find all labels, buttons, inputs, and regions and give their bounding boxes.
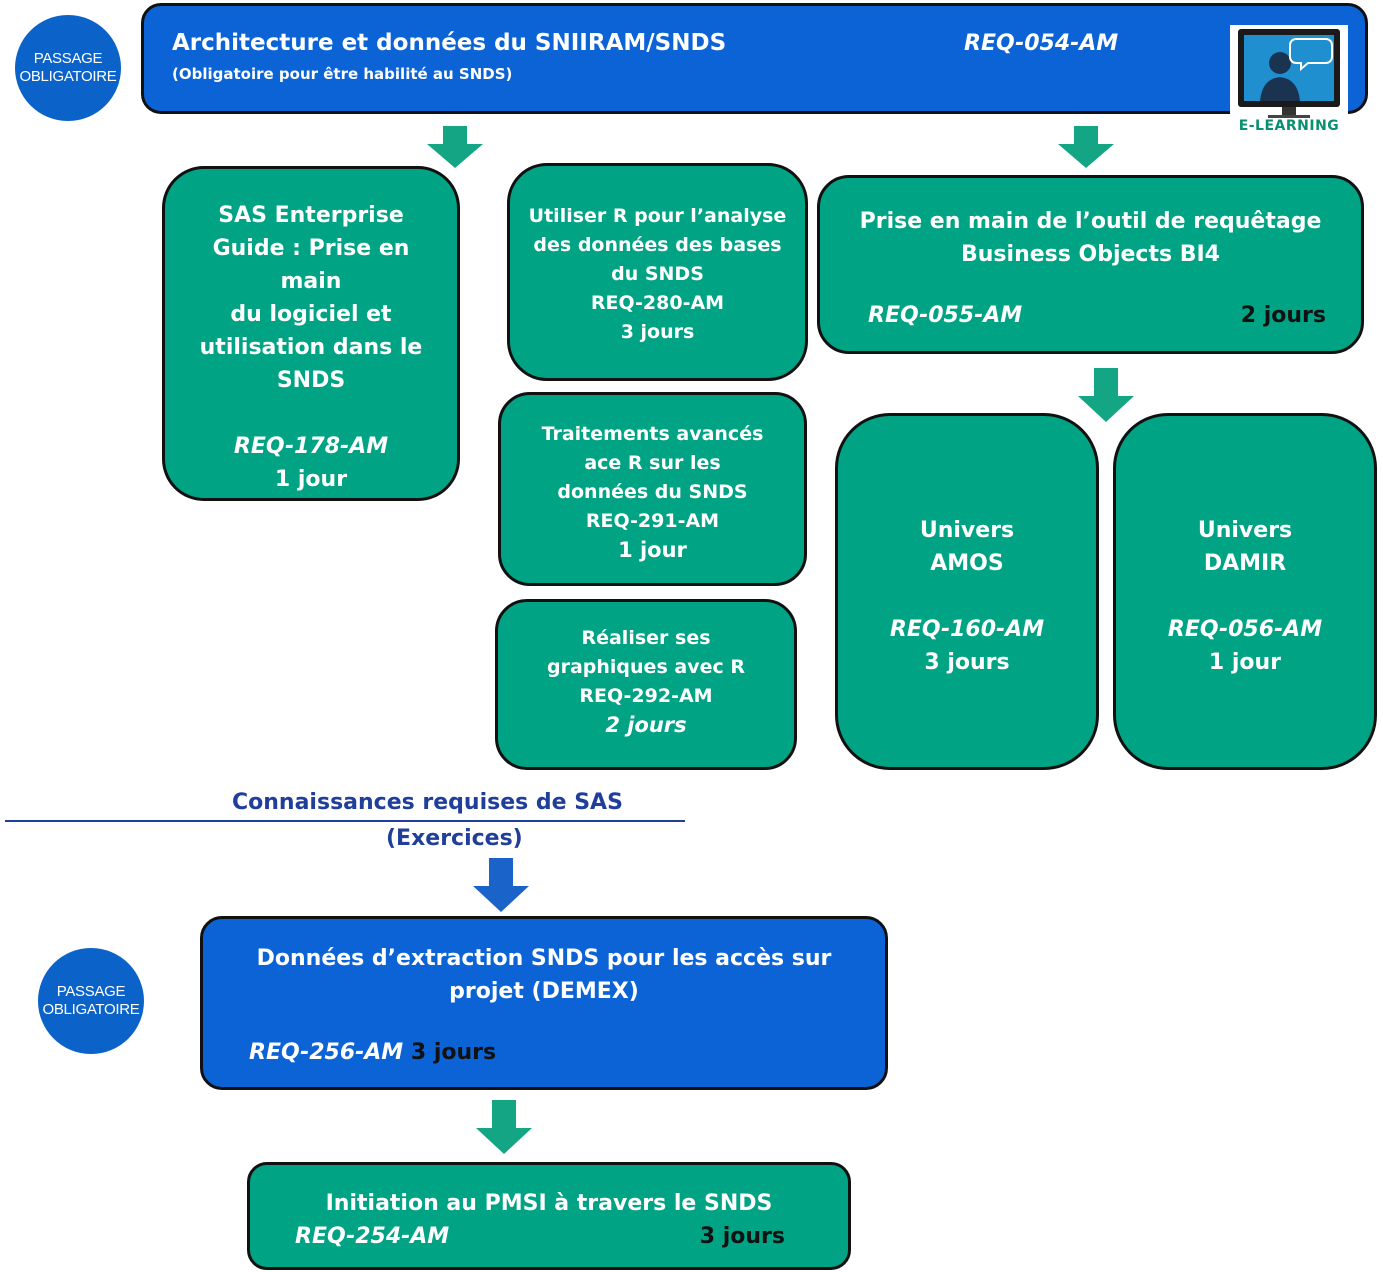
r-code: REQ-280-AM	[590, 292, 725, 314]
univers-damir-box[interactable]: Univers DAMIR REQ-056-AM 1 jour	[1113, 413, 1377, 770]
sas-line: Guide : Prise en	[212, 236, 410, 261]
univers-amos-box[interactable]: Univers AMOS REQ-160-AM 3 jours	[835, 413, 1099, 770]
bo-code: REQ-055-AM	[868, 303, 1023, 328]
pmsi-title: Initiation au PMSI à travers le SNDS	[325, 1191, 773, 1216]
bo-line: Business Objects BI4	[961, 242, 1220, 267]
arrow-down-blue-icon	[473, 858, 529, 912]
computer-user-icon	[1230, 25, 1348, 135]
arrow-down-icon	[1058, 126, 1114, 168]
r-line: des données des bases	[533, 234, 782, 256]
sas-requirement-exercises: (Exercices)	[386, 826, 523, 851]
sas-requirement-divider	[5, 820, 685, 822]
demex-duration: 3 jours	[410, 1040, 497, 1065]
r-graph-duration: 2 jours	[605, 713, 687, 737]
r-adv-duration: 1 jour	[618, 538, 687, 562]
bo-duration: 2 jours	[1240, 303, 1326, 328]
sas-line: du logiciel et	[230, 302, 392, 327]
sas-code: REQ-178-AM	[233, 434, 389, 459]
bo-line: Prise en main de l’outil de requêtage	[859, 209, 1322, 234]
business-objects-box[interactable]: Prise en main de l’outil de requêtage Bu…	[817, 175, 1364, 354]
demex-course-box[interactable]: Données d’extraction SNDS pour les accès…	[200, 916, 888, 1090]
arrow-down-icon	[1078, 368, 1134, 422]
pmsi-duration: 3 jours	[699, 1224, 785, 1249]
amos-line: AMOS	[930, 551, 1004, 576]
r-line: Utiliser R pour l’analyse	[528, 205, 787, 227]
badge-line1: PASSAGE	[56, 983, 126, 1000]
r-duration: 3 jours	[620, 321, 695, 343]
r-graph-code: REQ-292-AM	[579, 685, 713, 707]
sas-line: SAS Enterprise	[218, 203, 404, 228]
elearning-label: E-LEARNING	[1238, 118, 1340, 134]
r-advanced-box[interactable]: Traitements avancés ace R sur les donnée…	[498, 392, 807, 586]
damir-duration: 1 jour	[1208, 650, 1282, 675]
damir-line: DAMIR	[1203, 551, 1287, 576]
amos-code: REQ-160-AM	[889, 617, 1045, 642]
r-graph-line: graphiques avec R	[547, 656, 745, 678]
arrow-down-icon	[427, 126, 483, 168]
sas-requirement-link[interactable]: Connaissances requises de SAS	[232, 790, 623, 815]
r-adv-line: ace R sur les	[584, 452, 721, 474]
badge-line1: PASSAGE	[33, 50, 103, 67]
r-line: du SNDS	[611, 263, 704, 285]
demex-code: REQ-256-AM	[249, 1040, 404, 1065]
amos-duration: 3 jours	[924, 650, 1010, 675]
sas-line: SNDS	[276, 368, 346, 393]
sas-line: main	[280, 269, 342, 294]
r-graphics-box[interactable]: Réaliser ses graphiques avec R REQ-292-A…	[495, 599, 797, 770]
demex-line: Données d’extraction SNDS pour les accès…	[256, 946, 832, 971]
amos-line: Univers	[919, 518, 1015, 543]
elearning-badge: E-LEARNING	[1230, 25, 1348, 135]
badge-line2: OBLIGATOIRE	[42, 1001, 140, 1018]
r-analysis-box[interactable]: Utiliser R pour l’analyse des données de…	[507, 163, 808, 381]
passage-obligatoire-badge-top: PASSAGE OBLIGATOIRE	[15, 15, 121, 121]
arrow-down-icon	[476, 1100, 532, 1154]
architecture-code: REQ-054-AM	[964, 31, 1119, 56]
demex-line: projet (DEMEX)	[449, 979, 639, 1004]
architecture-title: Architecture et données du SNIIRAM/SNDS	[172, 30, 727, 56]
damir-code: REQ-056-AM	[1167, 617, 1323, 642]
r-adv-line: données du SNDS	[557, 481, 748, 503]
badge-line2: OBLIGATOIRE	[19, 68, 117, 85]
pmsi-code: REQ-254-AM	[295, 1224, 450, 1249]
damir-line: Univers	[1197, 518, 1293, 543]
r-graph-line: Réaliser ses	[581, 627, 711, 649]
passage-obligatoire-badge-bottom: PASSAGE OBLIGATOIRE	[38, 948, 144, 1054]
r-adv-line: Traitements avancés	[541, 423, 764, 445]
pmsi-course-box[interactable]: Initiation au PMSI à travers le SNDS REQ…	[247, 1162, 851, 1270]
sas-line: utilisation dans le	[199, 335, 423, 360]
architecture-course-box[interactable]: Architecture et données du SNIIRAM/SNDS …	[141, 3, 1368, 114]
r-adv-code: REQ-291-AM	[585, 510, 720, 532]
sas-duration: 1 jour	[274, 467, 348, 492]
sas-enterprise-guide-box[interactable]: SAS Enterprise Guide : Prise en main du …	[162, 166, 460, 501]
architecture-subtitle: (Obligatoire pour être habilité au SNDS)	[172, 65, 513, 83]
